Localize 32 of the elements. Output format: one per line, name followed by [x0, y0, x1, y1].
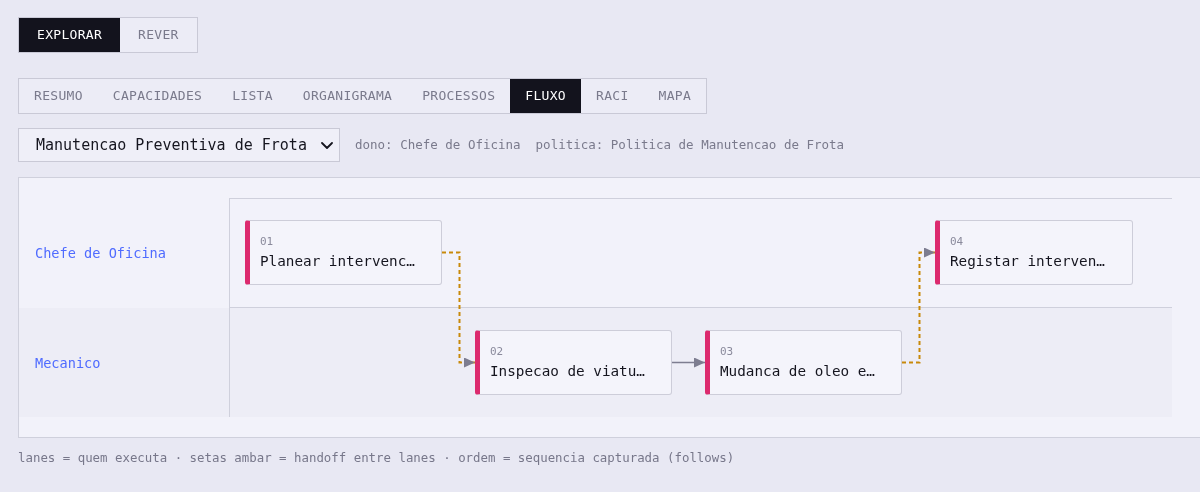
mode-tab: EXPLORAR: [19, 18, 120, 52]
dropdown: Manutencao Preventiva de Frota: [18, 128, 340, 162]
lane-label: Chefe de Oficina: [35, 244, 166, 262]
tab: MAPA: [643, 79, 707, 113]
tab: CAPACIDADES: [97, 79, 218, 113]
step-card: [935, 220, 1133, 285]
meta-text: politica: Politica de Manutencao de Frota: [535, 137, 845, 153]
meta-text: dono: Chefe de Oficina: [355, 137, 521, 153]
mode-tab: REVER: [120, 18, 197, 52]
step-number: 03: [720, 345, 734, 359]
dashed-arrow: [441, 251, 476, 368]
dashed-arrow: [901, 247, 936, 364]
tab: PROCESSOS: [407, 79, 511, 113]
step-number: 04: [950, 235, 964, 249]
step-title: Registar interven…: [950, 252, 1105, 270]
swimlane: [19, 308, 1172, 417]
tab: FLUXO: [510, 79, 581, 113]
tab: LISTA: [217, 79, 288, 113]
tab: ORGANIGRAMA: [287, 79, 408, 113]
step-number: 02: [490, 345, 504, 359]
lane-label: Mecanico: [35, 353, 101, 372]
step-title: Planear intervenc…: [260, 252, 415, 270]
step-card: [475, 330, 672, 395]
step-title: Mudanca de oleo e…: [720, 362, 875, 380]
step-title: Inspecao de viatu…: [490, 362, 645, 380]
step-number: 01: [260, 235, 274, 249]
caption-note: lanes = quem executa · setas ambar = handoff entre lanes · ordem = sequencia capturada (follows): [18, 450, 735, 466]
tab: RESUMO: [19, 79, 98, 113]
step-card: [245, 220, 442, 285]
arrow: [671, 357, 706, 368]
tab: RACI: [581, 79, 644, 113]
step-card: [705, 330, 902, 395]
